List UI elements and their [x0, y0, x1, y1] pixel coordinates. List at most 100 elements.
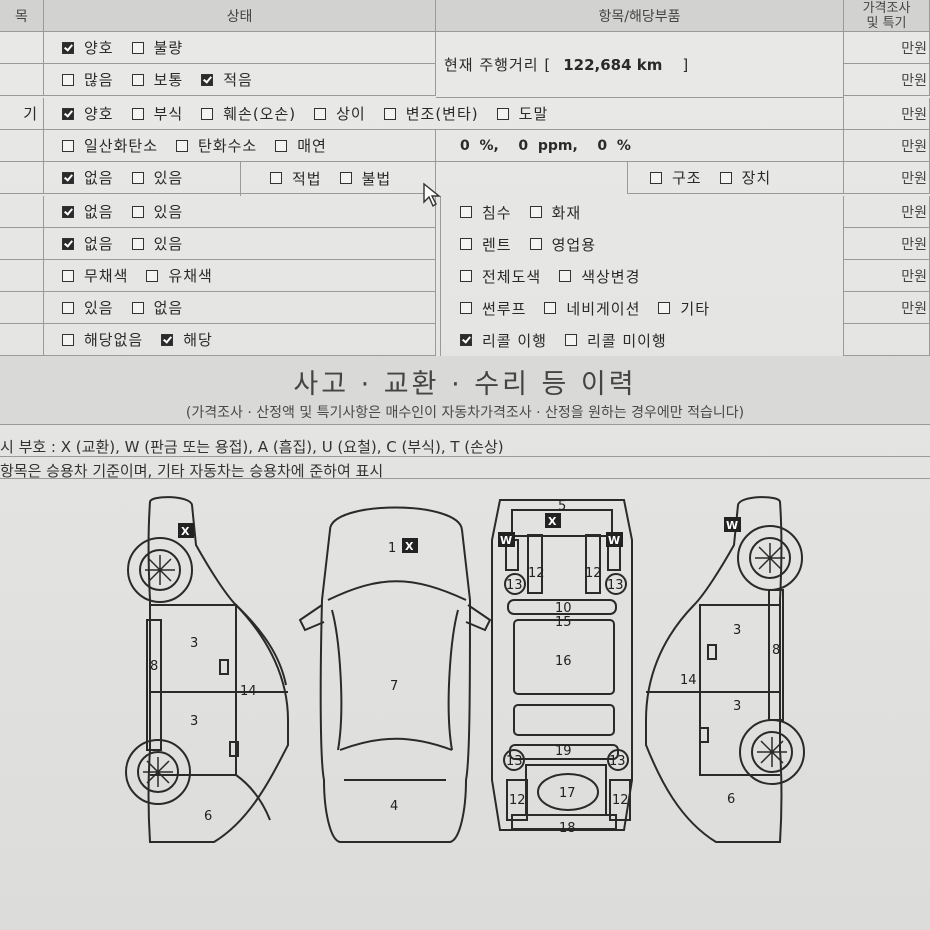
- row-7-option-0[interactable]: 무채색: [62, 265, 128, 286]
- row-6-option-0[interactable]: 없음: [62, 233, 114, 254]
- checkbox-icon[interactable]: [131, 41, 144, 54]
- row-5-item-option-1[interactable]: 화재: [529, 202, 582, 223]
- row-2-option-5[interactable]: 도말: [496, 103, 549, 124]
- row-8-item-option-2-label: 기타: [680, 299, 711, 318]
- checkbox-icon[interactable]: [719, 171, 732, 184]
- checkbox-icon[interactable]: [62, 237, 74, 250]
- row-6-item-option-1[interactable]: 영업용: [529, 234, 596, 255]
- row-0-price-unit: 만원: [901, 40, 927, 57]
- checkbox-icon[interactable]: [131, 171, 144, 184]
- row-3-option-2[interactable]: 매연: [275, 135, 327, 156]
- checkbox-icon[interactable]: [62, 139, 74, 152]
- row-1-option-2[interactable]: 적음: [201, 69, 253, 90]
- row-4-option-1[interactable]: 있음: [131, 167, 184, 188]
- row-8-item-option-0[interactable]: 썬루프: [460, 298, 526, 319]
- checkbox-icon[interactable]: [131, 301, 144, 314]
- row-9-option-1[interactable]: 해당: [161, 329, 213, 350]
- row-5-item-option-0[interactable]: 침수: [460, 202, 512, 223]
- mileage-cell: 현재 주행거리 [ 122,684 km ]: [436, 32, 844, 98]
- row-0-option-1-label: 불량: [153, 39, 184, 57]
- row-8-item-option-2[interactable]: 기타: [658, 298, 710, 319]
- row-2-option-3[interactable]: 상이: [314, 103, 366, 124]
- row-9-price-cell: [844, 324, 930, 356]
- row-2-option-1[interactable]: 부식: [131, 103, 184, 124]
- row-7-option-1[interactable]: 유채색: [146, 265, 212, 286]
- row-0-option-1[interactable]: 불량: [131, 37, 184, 58]
- row-4-option-0[interactable]: 없음: [62, 167, 114, 188]
- checkbox-icon[interactable]: [62, 269, 74, 282]
- row-4-mod-option-1[interactable]: 장치: [719, 167, 772, 188]
- row-8-option-0[interactable]: 있음: [62, 297, 114, 318]
- checkbox-icon[interactable]: [275, 139, 288, 152]
- row-9-item-option-1[interactable]: 리콜 미이행: [564, 330, 667, 351]
- row-5-option-1[interactable]: 있음: [131, 201, 184, 222]
- checkbox-icon[interactable]: [460, 302, 472, 314]
- row-1-option-1[interactable]: 보통: [131, 69, 184, 90]
- checkbox-icon[interactable]: [529, 238, 542, 250]
- checkbox-icon[interactable]: [176, 139, 189, 152]
- row-3-option-0[interactable]: 일산화탄소: [62, 135, 158, 156]
- header-status-label: 상태: [226, 8, 253, 25]
- checkbox-icon[interactable]: [650, 171, 662, 184]
- checkbox-icon[interactable]: [460, 270, 472, 282]
- part-8-right-sill: 8: [772, 643, 780, 658]
- row-9-item-option-0[interactable]: 리콜 이행: [460, 330, 547, 351]
- checkbox-icon[interactable]: [564, 334, 577, 346]
- row-8-option-1[interactable]: 없음: [131, 297, 184, 318]
- row-6-option-1[interactable]: 있음: [131, 233, 184, 254]
- row-6-item-option-0[interactable]: 렌트: [460, 234, 512, 255]
- checkbox-icon[interactable]: [161, 333, 174, 346]
- checkbox-icon[interactable]: [131, 205, 144, 218]
- checkbox-icon[interactable]: [201, 73, 214, 86]
- checkbox-icon[interactable]: [131, 107, 144, 120]
- checkbox-icon[interactable]: [131, 73, 144, 86]
- checkbox-icon[interactable]: [460, 206, 472, 218]
- checkbox-icon[interactable]: [314, 107, 327, 120]
- legend-line-2: 항목은 승용차 기준이며, 기타 자동차는 승용차에 준하여 표시: [0, 462, 384, 480]
- row-8-label-cell: [0, 292, 44, 324]
- row-4-item-option-0[interactable]: 적법: [270, 168, 322, 189]
- row-1-option-0[interactable]: 많음: [62, 69, 114, 90]
- checkbox-icon[interactable]: [529, 206, 542, 218]
- row-8-item-cell: 썬루프 네비게이션 기타: [460, 292, 844, 324]
- row-9-option-0[interactable]: 해당없음: [62, 329, 143, 350]
- checkbox-icon[interactable]: [62, 107, 74, 120]
- row-8-item-option-1[interactable]: 네비게이션: [544, 298, 640, 319]
- row-2-price-cell: 만원: [844, 98, 930, 130]
- row-7-item-option-1[interactable]: 색상변경: [559, 266, 640, 287]
- legend-divider-2: [0, 478, 930, 479]
- checkbox-icon[interactable]: [460, 238, 472, 250]
- checkbox-icon[interactable]: [131, 237, 144, 250]
- checkbox-icon[interactable]: [62, 41, 74, 54]
- checkbox-icon[interactable]: [496, 107, 509, 120]
- checkbox-icon[interactable]: [62, 73, 74, 86]
- checkbox-icon[interactable]: [658, 302, 671, 314]
- mark-x-left-fender: X: [178, 523, 194, 538]
- checkbox-icon[interactable]: [339, 172, 352, 184]
- checkbox-icon[interactable]: [201, 107, 214, 120]
- part-5-radiator-support: 5: [558, 499, 566, 514]
- row-3-option-1[interactable]: 탄화수소: [176, 135, 257, 156]
- row-2-option-0[interactable]: 양호: [62, 103, 114, 124]
- checkbox-icon[interactable]: [559, 270, 572, 282]
- checkbox-icon[interactable]: [62, 171, 74, 184]
- checkbox-icon[interactable]: [146, 269, 159, 282]
- row-6-option-1-label: 있음: [153, 235, 184, 253]
- checkbox-icon[interactable]: [460, 334, 472, 346]
- checkbox-icon[interactable]: [270, 172, 282, 184]
- row-4-option-1-label: 있음: [153, 169, 184, 187]
- row-5-option-0[interactable]: 없음: [62, 201, 114, 222]
- row-0-option-0[interactable]: 양호: [62, 37, 114, 58]
- checkbox-icon[interactable]: [383, 107, 396, 120]
- checkbox-icon[interactable]: [62, 333, 74, 346]
- checkbox-icon[interactable]: [62, 205, 74, 218]
- row-2-option-2[interactable]: 훼손(오손): [201, 103, 296, 124]
- row-2-option-4[interactable]: 변조(변타): [383, 103, 479, 124]
- part-number-labels: 3 3 8 14 6 1 7 4 5 12 12 13 13 10 15 16 …: [150, 499, 780, 836]
- row-4-item-option-1[interactable]: 불법: [339, 168, 392, 189]
- row-4-mod-option-0[interactable]: 구조: [650, 167, 702, 188]
- row-7-price-cell: 만원: [844, 260, 930, 292]
- checkbox-icon[interactable]: [62, 301, 74, 314]
- checkbox-icon[interactable]: [544, 302, 557, 314]
- row-7-item-option-0[interactable]: 전체도색: [460, 266, 541, 287]
